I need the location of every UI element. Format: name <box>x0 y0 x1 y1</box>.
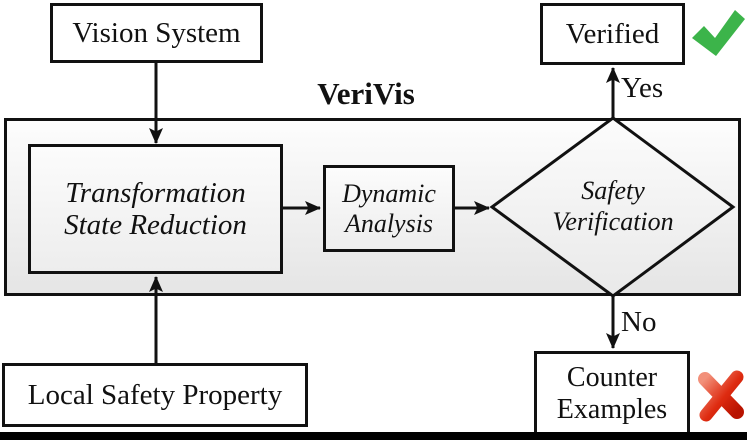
safety-verification-label-line2: Verification <box>552 207 674 236</box>
node-dynamic-analysis: Dynamic Analysis <box>323 165 455 252</box>
counter-examples-label-line1: Counter <box>566 362 658 394</box>
edge-label-no: No <box>621 306 657 338</box>
verivis-title: VeriVis <box>317 76 415 111</box>
dynamic-analysis-label-line1: Dynamic <box>342 179 436 209</box>
verified-label: Verified <box>565 17 660 50</box>
dynamic-analysis-label-line2: Analysis <box>344 208 434 238</box>
node-transformation-state-reduction: Transformation State Reduction <box>28 144 283 274</box>
checkmark-icon <box>692 10 745 56</box>
safety-verification-label: Safety Verification <box>533 174 693 240</box>
node-vision-system: Vision System <box>50 3 263 63</box>
node-verified: Verified <box>540 3 685 65</box>
transformation-label-line1: Transformation <box>65 176 246 209</box>
node-local-safety-property: Local Safety Property <box>2 363 308 427</box>
transformation-label-line2: State Reduction <box>64 209 247 241</box>
counter-examples-label-line2: Examples <box>556 393 668 425</box>
edge-label-yes: Yes <box>621 72 664 104</box>
safety-verification-label-line1: Safety <box>581 176 645 206</box>
bottom-rule <box>0 432 747 440</box>
cross-icon <box>698 370 744 422</box>
local-safety-property-label: Local Safety Property <box>27 378 283 411</box>
vision-system-label: Vision System <box>72 16 241 49</box>
node-counter-examples: Counter Examples <box>534 351 690 436</box>
